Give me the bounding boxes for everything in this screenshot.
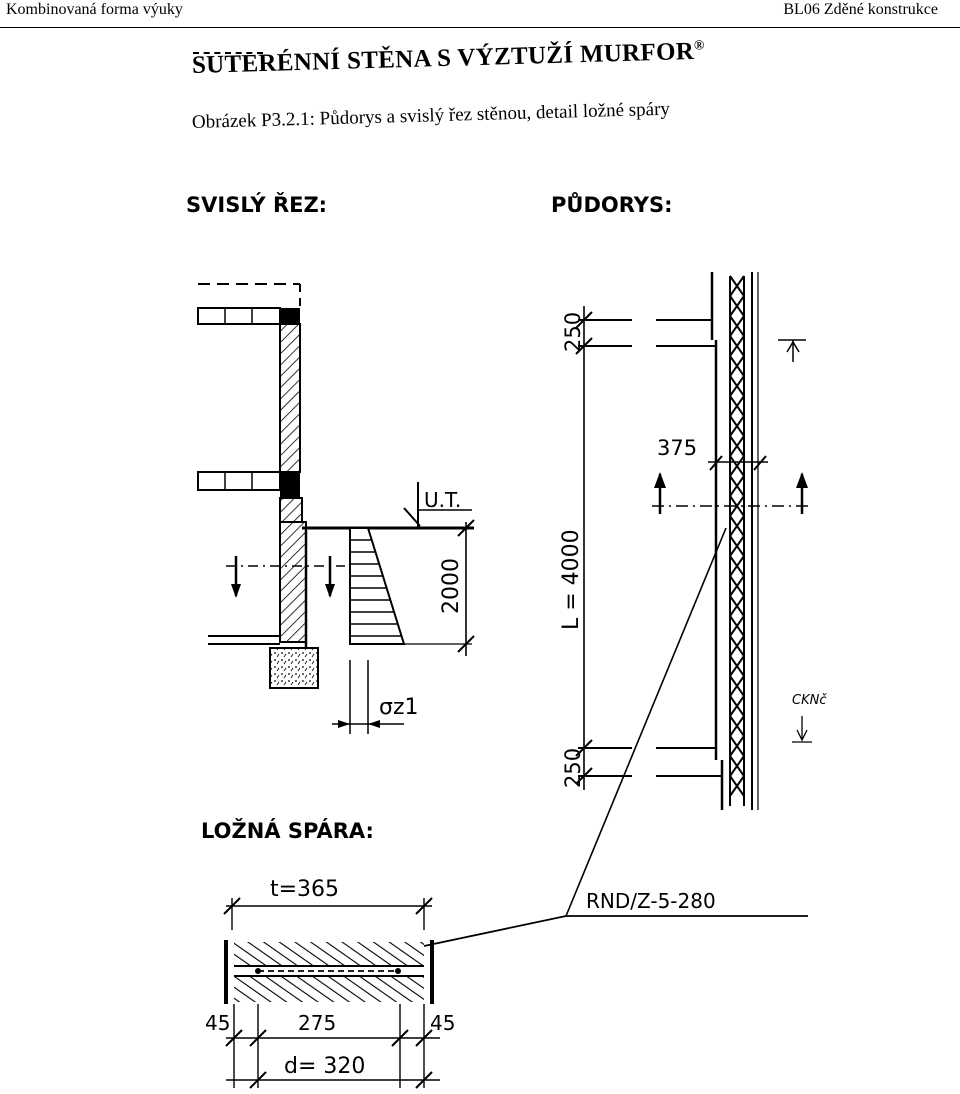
plan-heading: PŮDORYS: (551, 192, 672, 217)
dim-45-left: 45 (205, 1011, 230, 1035)
title-overline (193, 52, 263, 54)
header-course: Kombinovaná forma výuky (6, 1, 183, 18)
dim-250-bottom: 250 (561, 748, 585, 788)
ut-label: U.T. (424, 488, 461, 512)
header-subject: BL06 Zděné konstrukce (783, 1, 938, 18)
dim-2000: 2000 (439, 558, 464, 614)
dim-375: 375 (657, 436, 697, 460)
dim-d: d= 320 (284, 1054, 365, 1079)
dim-275: 275 (298, 1011, 336, 1035)
plan-view: 250 L = 4000 250 375 CKNč RND/Z-5-280 (423, 272, 827, 947)
section-heading: SVISLÝ ŘEZ: (186, 192, 327, 217)
dim-45-right: 45 (430, 1011, 455, 1035)
joint-heading: LOŽNÁ SPÁRA: (201, 818, 374, 843)
bed-joint-detail: t=365 45 275 45 d= 320 (205, 877, 455, 1089)
page-header: Kombinovaná forma výuky BL06 Zděné konst… (0, 0, 960, 28)
dim-250-top: 250 (561, 312, 585, 352)
dim-length: L = 4000 (559, 529, 584, 630)
sigma-label: σz1 (379, 695, 419, 720)
dim-t: t=365 (270, 877, 339, 902)
vertical-section: U.T. 2000 σz1 (197, 283, 475, 734)
ckn-note: CKNč (792, 693, 827, 708)
reinforcement-label: RND/Z-5-280 (586, 889, 716, 913)
